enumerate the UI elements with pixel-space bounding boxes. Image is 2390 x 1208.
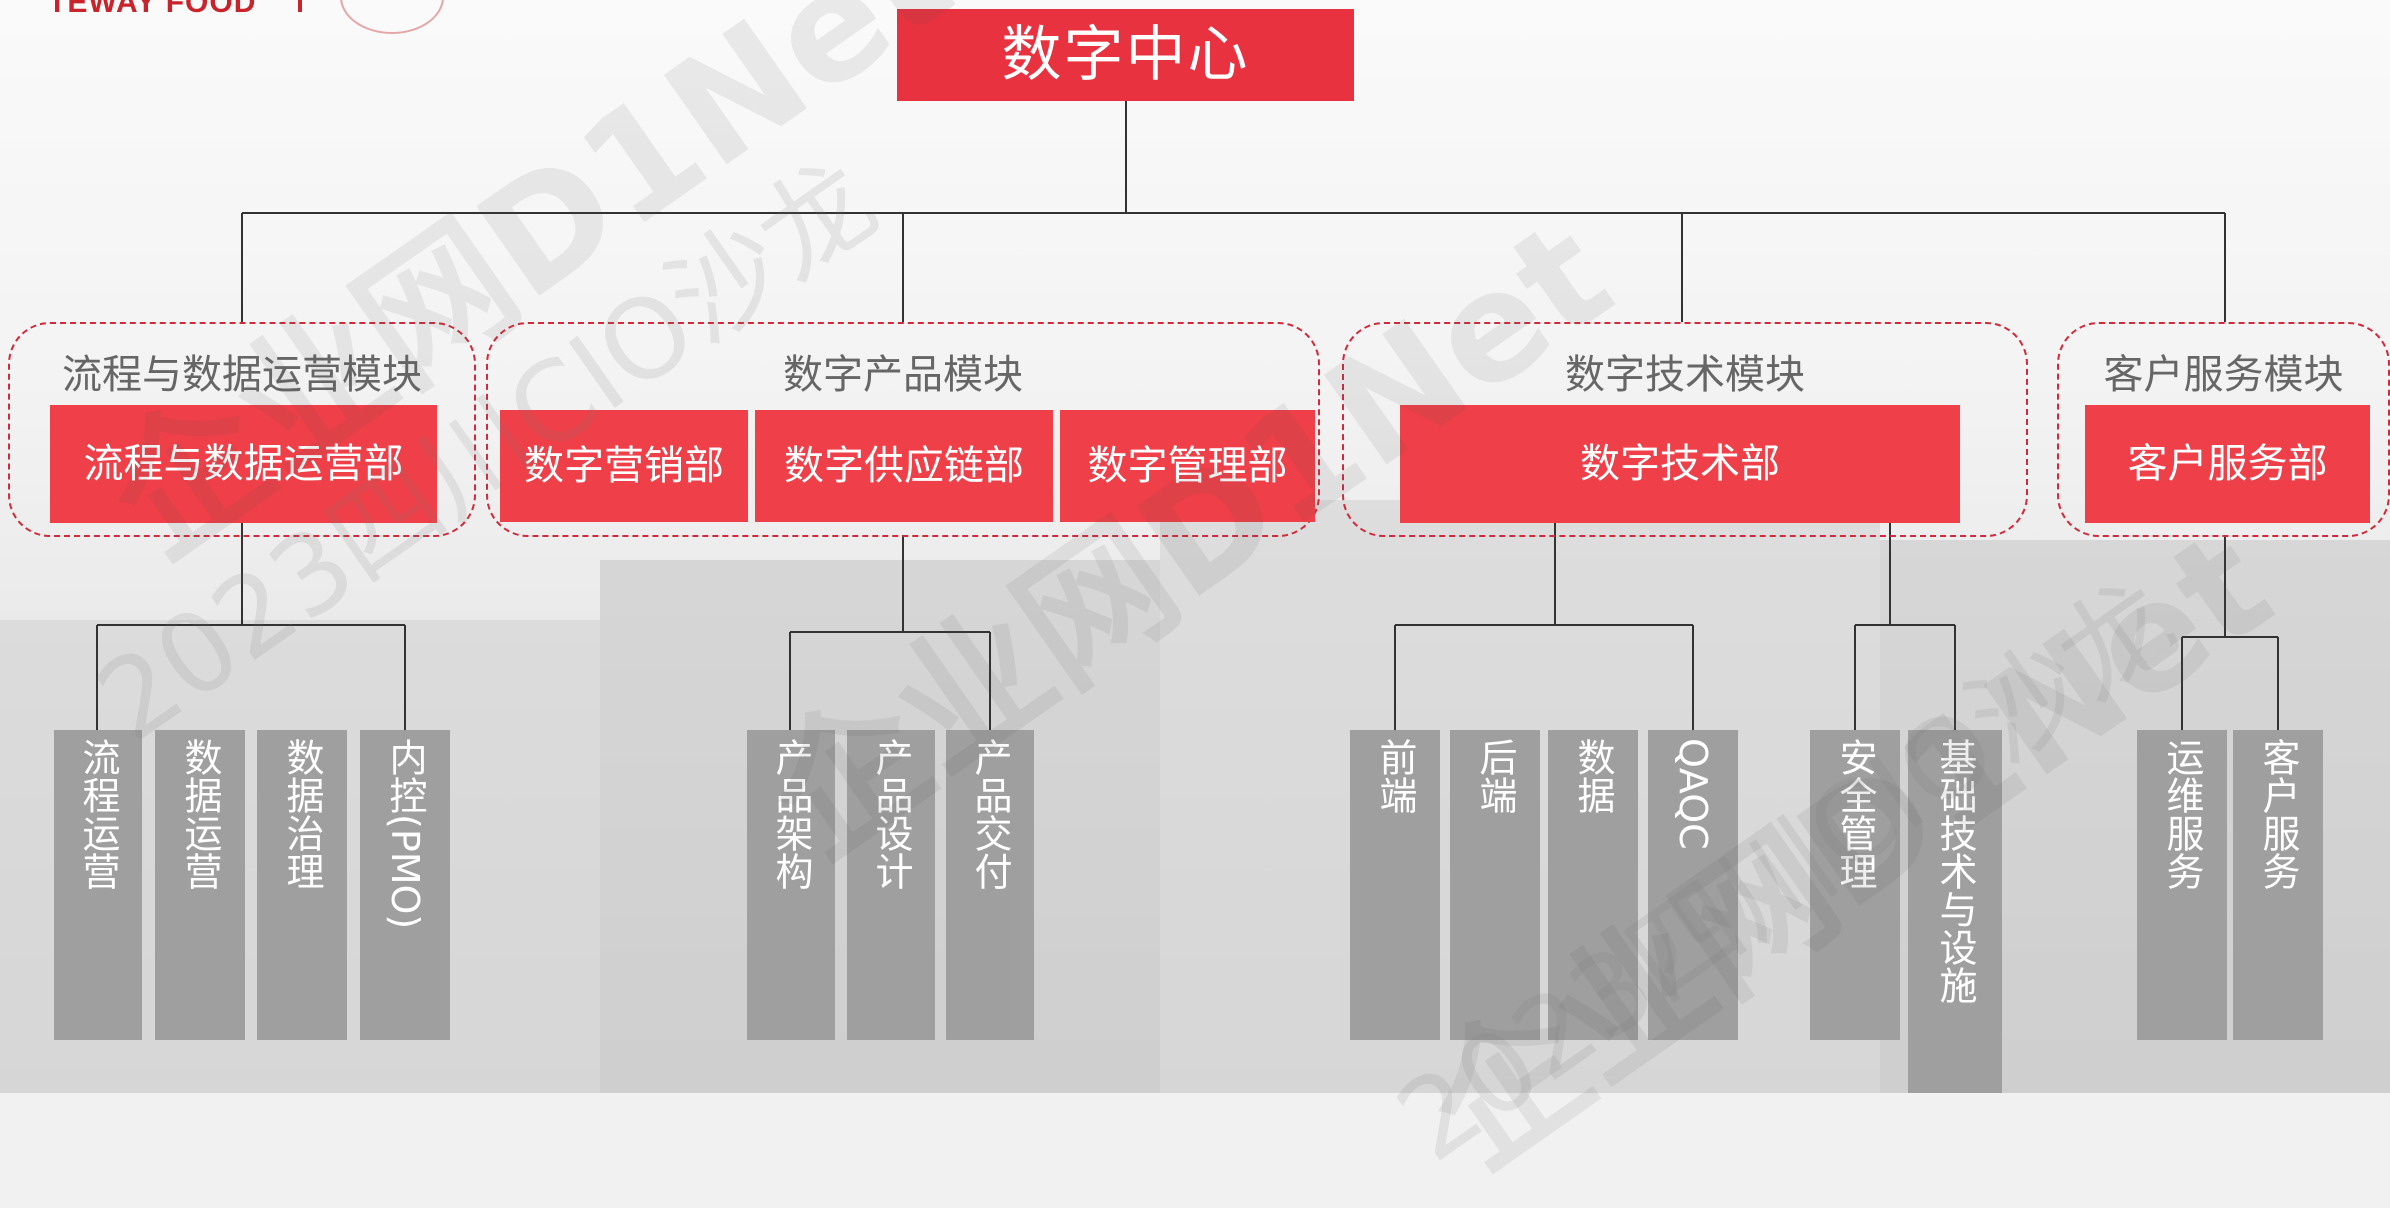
leaf-frontend: 前端	[1350, 730, 1440, 1040]
leaf-infrastructure: 基础技术与设施	[1908, 730, 2002, 1093]
module-process-data-ops	[8, 322, 476, 537]
module-customer-service	[2057, 322, 2390, 537]
module-title: 数字技术模块	[1565, 352, 1805, 398]
dept-process-data-ops: 流程与数据运营部	[50, 405, 437, 523]
connector-lines	[96, 101, 2279, 730]
leaf-customer-service: 客户服务	[2233, 730, 2323, 1040]
leaf-qaqc: QAQC	[1648, 730, 1738, 1040]
leaf-data-governance: 数据治理	[257, 730, 347, 1040]
root-node: 数字中心	[897, 9, 1354, 101]
leaf-backend: 后端	[1450, 730, 1540, 1040]
company-logo-text: TEWAY FOOD	[48, 0, 257, 19]
module-digital-product	[486, 322, 1320, 537]
leaf-ops-service: 运维服务	[2137, 730, 2227, 1040]
leaf-product-design: 产品设计	[847, 730, 935, 1040]
leaf-process-ops: 流程运营	[54, 730, 142, 1040]
leaf-data-ops: 数据运营	[155, 730, 245, 1040]
module-digital-tech	[1342, 322, 2028, 537]
dept-digital-tech: 数字技术部	[1400, 405, 1960, 523]
dept-customer-service: 客户服务部	[2085, 405, 2370, 523]
logo-divider	[298, 0, 302, 12]
dept-digital-supply-chain: 数字供应链部	[755, 410, 1053, 522]
dept-digital-marketing: 数字营销部	[500, 410, 748, 522]
dept-digital-management: 数字管理部	[1060, 410, 1315, 522]
leaf-security-management: 安全管理	[1810, 730, 1900, 1040]
leaf-data: 数据	[1548, 730, 1638, 1040]
leaf-internal-control-pmo: 内控(PMO)	[360, 730, 450, 1040]
module-title: 数字产品模块	[783, 352, 1023, 398]
module-title: 客户服务模块	[2103, 352, 2344, 398]
leaf-product-architecture: 产品架构	[747, 730, 835, 1040]
leaf-product-delivery: 产品交付	[946, 730, 1034, 1040]
module-title: 流程与数据运营模块	[62, 352, 422, 398]
